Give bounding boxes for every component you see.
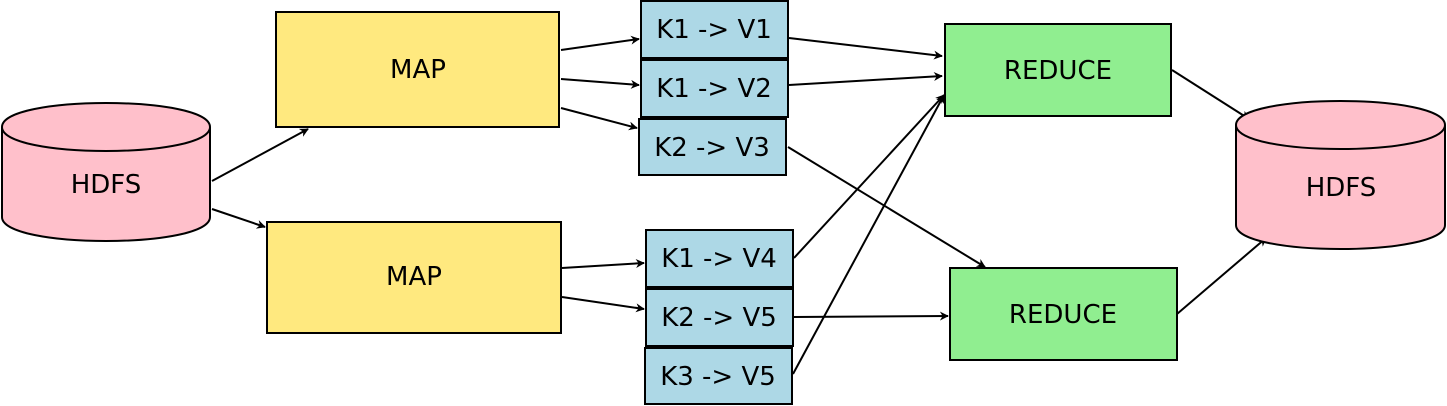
reduce-node-1: REDUCE xyxy=(944,23,1172,117)
pair-label-1: K1 -> V1 xyxy=(656,15,772,45)
edge-k1v1-to-reduce1 xyxy=(788,37,943,60)
edge-k3v5-to-reduce1 xyxy=(792,94,945,375)
pair-label-4: K1 -> V4 xyxy=(661,244,777,274)
edge-k2v5-to-reduce2 xyxy=(793,311,949,321)
pair-node-5: K2 -> V5 xyxy=(645,288,794,347)
pair-box-5 xyxy=(645,288,794,347)
hdfs-input-body xyxy=(1,102,211,242)
edge-hdfs-to-map2 xyxy=(211,208,266,229)
pair-box-6 xyxy=(644,347,793,405)
edge-k2v3-to-reduce2 xyxy=(787,146,986,268)
map-node-1: MAP xyxy=(275,11,560,128)
edges xyxy=(211,35,1267,375)
edge-k1v2-to-reduce1 xyxy=(788,71,943,86)
edge-k1v4-to-reduce1 xyxy=(793,94,945,259)
reduce-box-1 xyxy=(944,23,1172,117)
edge-map1-to-k2v3 xyxy=(560,107,638,131)
edge-reduce1-to-hdfs xyxy=(1171,69,1250,120)
map-node-2: MAP xyxy=(266,221,562,334)
reduce-node-2: REDUCE xyxy=(949,267,1178,361)
pair-box-2 xyxy=(640,59,789,118)
edge-map1-to-k1v1 xyxy=(560,35,640,51)
hdfs-output-label: HDFS xyxy=(1306,173,1377,203)
pair-label-6: K3 -> V5 xyxy=(660,362,776,392)
pair-label-5: K2 -> V5 xyxy=(661,303,777,333)
pair-node-6: K3 -> V5 xyxy=(644,347,793,405)
pair-label-3: K2 -> V3 xyxy=(654,133,770,163)
edge-map2-to-k2v5 xyxy=(561,296,645,313)
pair-box-4 xyxy=(645,229,794,288)
edge-map1-to-k1v2 xyxy=(560,78,640,89)
pair-node-3: K2 -> V3 xyxy=(638,118,787,176)
pair-label-2: K1 -> V2 xyxy=(656,74,772,104)
map-label-1: MAP xyxy=(390,55,446,85)
reduce-box-2 xyxy=(949,267,1178,361)
hdfs-output-body xyxy=(1235,100,1446,250)
hdfs-output-rim xyxy=(1235,124,1446,150)
pair-node-2: K1 -> V2 xyxy=(640,59,789,118)
hdfs-output-cylinder: HDFS xyxy=(1235,100,1446,250)
pair-box-1 xyxy=(640,0,789,59)
map-box-1 xyxy=(275,11,560,128)
edge-map2-to-k1v4 xyxy=(561,259,645,269)
pair-node-4: K1 -> V4 xyxy=(645,229,794,288)
hdfs-input-label: HDFS xyxy=(71,170,142,200)
map-label-2: MAP xyxy=(386,262,442,292)
pair-box-3 xyxy=(638,118,787,176)
edge-reduce2-to-hdfs xyxy=(1176,237,1267,315)
hdfs-input-cylinder: HDFS xyxy=(1,102,211,242)
hdfs-input-rim xyxy=(1,126,211,152)
pair-node-1: K1 -> V1 xyxy=(640,0,789,59)
reduce-label-1: REDUCE xyxy=(1004,56,1112,86)
reduce-label-2: REDUCE xyxy=(1009,300,1117,330)
edge-hdfs-to-map1 xyxy=(211,128,309,182)
map-box-2 xyxy=(266,221,562,334)
